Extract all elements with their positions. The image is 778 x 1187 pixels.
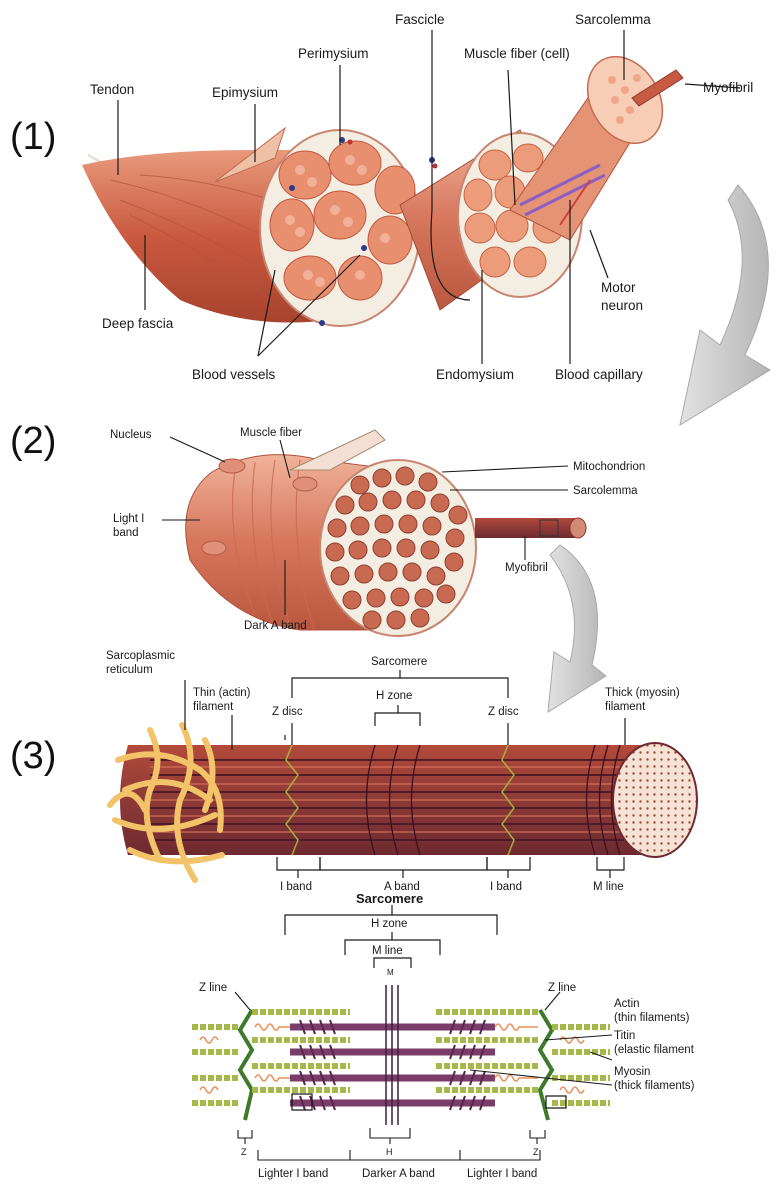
step-2-label: (2) [10,420,56,463]
label-thick-myosin-2: filament [605,701,645,714]
zoom-arrow-2 [548,545,606,712]
label-tendon: Tendon [90,82,134,98]
label-sarcolemma-1: Sarcolemma [575,12,651,28]
label-thick-myosin-1: Thick (myosin) [605,687,680,700]
label-m-mark: M [387,968,394,977]
label-z-line-left: Z line [199,982,227,995]
label-motor-neuron-2: neuron [601,298,643,314]
label-lighter-i-band-left: Lighter I band [258,1168,328,1181]
myofibril-end-face [613,743,697,857]
label-z-line-right: Z line [548,982,576,995]
label-fascicle: Fascicle [395,12,445,28]
label-z-disc-right: Z disc [488,706,519,719]
label-z-small-left: Z [241,1146,247,1159]
label-i-band-right: I band [490,881,522,894]
label-h-zone-3: H zone [376,690,412,703]
label-epimysium: Epimysium [212,85,278,101]
protruding-myofibril [475,518,578,538]
label-h-small: H [386,1146,393,1159]
label-h-zone-4: H zone [371,918,407,931]
label-light-i-band-2: band [113,527,139,540]
sarcolemma-flap [290,430,385,470]
label-sarcoplasmic-2: reticulum [106,664,153,677]
label-actin-2: (thin filaments) [614,1012,689,1025]
label-myofibril-2: Myofibril [505,562,548,575]
label-thin-actin-1: Thin (actin) [193,687,251,700]
label-muscle-fiber-2: Muscle fiber [240,427,302,440]
label-myosin-2: (thick filaments) [614,1080,695,1093]
label-sarcoplasmic-1: Sarcoplasmic [106,650,175,663]
label-myosin-1: Myosin [614,1066,650,1079]
label-motor-neuron-1: Motor [601,280,636,296]
zoom-arrow-1 [680,185,770,425]
label-endomysium: Endomysium [436,367,514,383]
label-sarcomere-4: Sarcomere [356,891,423,907]
label-thin-actin-2: filament [193,701,233,714]
label-dark-a-band: Dark A band [244,620,307,633]
label-sarcolemma-2: Sarcolemma [573,485,638,498]
step-1-label: (1) [10,116,56,159]
label-darker-a-band: Darker A band [362,1168,435,1181]
label-i-band-left: I band [280,881,312,894]
label-deep-fascia: Deep fascia [102,316,173,332]
label-actin-1: Actin [614,998,640,1011]
label-titin-1: Titin [614,1030,635,1043]
step-3-label: (3) [10,735,56,778]
label-mitochondrion: Mitochondrion [573,461,645,474]
label-muscle-fiber-cell: Muscle fiber (cell) [464,46,570,62]
label-sarcomere-3: Sarcomere [371,656,427,669]
label-z-disc-left: Z disc [272,706,303,719]
label-m-line-4: M line [372,945,403,958]
panel-2-fiber [162,430,586,636]
label-blood-capillary: Blood capillary [555,367,643,383]
label-perimysium: Perimysium [298,46,369,62]
label-blood-vessels: Blood vessels [192,367,275,383]
label-z-small-right: Z [533,1146,539,1159]
label-titin-2: (elastic filament [614,1044,694,1057]
label-m-line-3: M line [593,881,624,894]
label-myofibril-1: Myofibril [703,80,753,96]
label-lighter-i-band-right: Lighter I band [467,1168,537,1181]
label-light-i-band-1: Light I [113,513,144,526]
label-nucleus: Nucleus [110,429,152,442]
